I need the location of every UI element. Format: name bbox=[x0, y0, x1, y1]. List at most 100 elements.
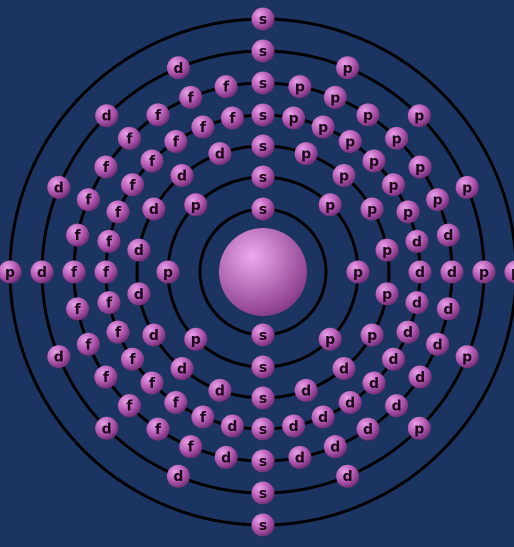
orbital-label: s bbox=[259, 12, 267, 28]
electron-f-shell-4: f bbox=[95, 261, 118, 284]
electron-f-shell-5: f bbox=[215, 75, 238, 98]
orbital-label: d bbox=[412, 234, 422, 250]
electron-f-shell-5: f bbox=[77, 188, 100, 211]
orbital-label: d bbox=[369, 376, 379, 392]
orbital-label: d bbox=[227, 419, 237, 435]
orbital-label: s bbox=[259, 360, 267, 376]
electron-s-shell-5: s bbox=[252, 72, 275, 95]
electron-s-shell-3: s bbox=[252, 135, 275, 158]
electron-p-shell-3: p bbox=[333, 164, 356, 187]
electron-f-shell-4: f bbox=[221, 107, 244, 130]
orbital-label: d bbox=[403, 325, 413, 341]
electron-d-shell-5: d bbox=[426, 333, 449, 356]
electron-d-shell-5: d bbox=[437, 297, 460, 320]
electron-p-shell-6: p bbox=[456, 345, 479, 368]
orbital-label: d bbox=[54, 350, 64, 366]
orbital-label: p bbox=[403, 205, 413, 221]
electron-f-shell-4: f bbox=[191, 116, 214, 139]
electron-d-shell-5: d bbox=[357, 418, 380, 441]
electron-d-shell-6: d bbox=[47, 176, 70, 199]
electron-p-shell-2: p bbox=[319, 328, 342, 351]
electron-d-shell-6: d bbox=[167, 56, 190, 79]
orbital-label: p bbox=[343, 61, 353, 77]
orbital-label: p bbox=[325, 332, 335, 348]
electron-d-shell-6: d bbox=[167, 465, 190, 488]
orbital-label: p bbox=[369, 154, 379, 170]
orbital-label: d bbox=[339, 362, 349, 378]
orbital-label: f bbox=[129, 178, 136, 194]
orbital-label: d bbox=[149, 202, 159, 218]
electron-f-shell-5: f bbox=[94, 156, 117, 179]
electron-s-shell-1: s bbox=[252, 198, 275, 221]
orbital-label: p bbox=[295, 80, 305, 96]
electron-d-shell-4: d bbox=[312, 406, 335, 429]
orbital-label: d bbox=[215, 383, 225, 399]
electron-d-shell-6: d bbox=[336, 465, 359, 488]
orbital-label: f bbox=[149, 154, 156, 170]
electron-p-shell-2: p bbox=[347, 261, 370, 284]
orbital-label: d bbox=[54, 180, 64, 196]
orbital-label: p bbox=[367, 202, 377, 218]
electron-d-shell-5: d bbox=[324, 435, 347, 458]
orbital-label: f bbox=[106, 234, 113, 250]
orbital-label: p bbox=[318, 120, 328, 136]
electron-d-shell-3: d bbox=[142, 324, 165, 347]
orbital-label: p bbox=[345, 135, 355, 151]
orbital-label: f bbox=[103, 160, 110, 176]
orbital-label: d bbox=[447, 265, 457, 281]
electron-f-shell-5: f bbox=[77, 333, 100, 356]
electron-d-shell-3: d bbox=[127, 282, 150, 305]
orbital-label: d bbox=[177, 362, 187, 378]
electron-p-shell-3: p bbox=[361, 324, 384, 347]
orbital-label: f bbox=[115, 325, 122, 341]
orbital-label: f bbox=[155, 422, 162, 438]
electron-p-shell-4: p bbox=[312, 116, 335, 139]
orbital-label: f bbox=[188, 440, 195, 456]
electron-f-shell-5: f bbox=[179, 435, 202, 458]
electron-p-shell-6: p bbox=[473, 261, 496, 284]
electron-p-shell-3: p bbox=[361, 198, 384, 221]
electron-d-shell-5: d bbox=[409, 366, 432, 389]
orbital-label: p bbox=[414, 109, 424, 125]
orbital-label: d bbox=[295, 450, 305, 466]
electron-s-shell-5: s bbox=[252, 450, 275, 473]
orbital-label: d bbox=[345, 396, 355, 412]
nucleus bbox=[219, 228, 307, 316]
orbital-label: s bbox=[259, 422, 267, 438]
orbital-label: s bbox=[259, 44, 267, 60]
electron-s-shell-7: s bbox=[252, 8, 275, 31]
orbital-label: d bbox=[177, 169, 187, 185]
orbital-label: s bbox=[259, 108, 267, 124]
electron-d-shell-6: d bbox=[95, 417, 118, 440]
electron-s-shell-6: s bbox=[252, 40, 275, 63]
orbital-label: s bbox=[259, 486, 267, 502]
orbital-label: d bbox=[289, 419, 299, 435]
orbital-label: d bbox=[134, 287, 144, 303]
orbital-label: p bbox=[330, 90, 340, 106]
orbital-label: p bbox=[5, 265, 15, 281]
orbital-label: d bbox=[102, 421, 112, 437]
electron-f-shell-4: f bbox=[107, 200, 130, 223]
electron-d-shell-5: d bbox=[385, 394, 408, 417]
electron-d-shell-4: d bbox=[409, 261, 432, 284]
electron-f-shell-5: f bbox=[118, 127, 141, 150]
orbital-label: d bbox=[388, 352, 398, 368]
orbital-label: f bbox=[200, 410, 207, 426]
orbital-label: p bbox=[163, 265, 173, 281]
electron-p-shell-6: p bbox=[408, 104, 431, 127]
orbital-label: p bbox=[414, 421, 424, 437]
electron-p-shell-5: p bbox=[426, 188, 449, 211]
electron-s-shell-7: s bbox=[252, 514, 275, 537]
orbital-label: d bbox=[392, 399, 402, 415]
electron-d-shell-3: d bbox=[127, 239, 150, 262]
electron-f-shell-5: f bbox=[66, 224, 89, 247]
electron-p-shell-4: p bbox=[397, 200, 420, 223]
orbital-label: p bbox=[392, 131, 402, 147]
orbital-label: f bbox=[75, 302, 82, 318]
orbital-label: d bbox=[215, 147, 225, 163]
orbital-label: d bbox=[173, 469, 183, 485]
electron-d-shell-3: d bbox=[171, 164, 194, 187]
orbital-label: p bbox=[388, 178, 398, 194]
